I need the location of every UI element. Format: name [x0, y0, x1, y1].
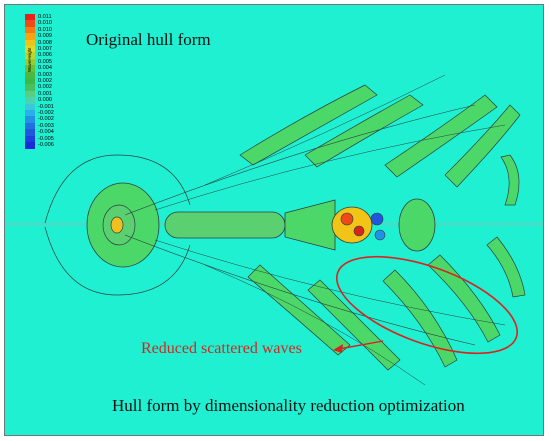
legend-swatch [25, 46, 35, 53]
legend-tick-label: -0.003 [38, 122, 54, 129]
lower-wave-band-2 [307, 279, 401, 371]
legend-tick-label: 0.010 [38, 20, 52, 27]
legend-swatch [25, 26, 35, 34]
legend-tick-label: 0.002 [38, 84, 52, 91]
lower-wave-band-5 [486, 236, 526, 298]
legend-swatch [25, 135, 35, 143]
reduced-waves-ellipse [335, 255, 519, 355]
legend-tick-label: 0.002 [38, 78, 52, 84]
optimized-hull-label: Hull form by dimensionality reduction op… [112, 396, 465, 415]
legend-swatch [25, 14, 35, 21]
contour-line [154, 124, 506, 211]
legend-swatch [25, 116, 35, 124]
stern-trough [370, 212, 384, 226]
reduced-waves-label: Reduced scattered waves [141, 340, 302, 357]
legend-tick-label: 0.001 [38, 90, 52, 97]
stern-trough-2 [374, 229, 386, 241]
legend-swatch [25, 58, 35, 66]
legend-color-bar [25, 14, 35, 149]
bow-peak [110, 216, 124, 234]
legend-swatch [25, 20, 35, 28]
legend-tick-label: 0.009 [38, 33, 52, 40]
contour-line [124, 104, 476, 216]
upper-wave-band-1 [239, 84, 378, 166]
legend-tick-label: 0.004 [38, 65, 52, 72]
legend-tick-label: 0.008 [38, 39, 52, 46]
lower-wave-band-4 [427, 254, 501, 343]
legend-tick-label: -0.002 [38, 116, 54, 123]
stern-peak [331, 206, 373, 244]
legend-swatch [25, 78, 35, 85]
legend-tick-label: 0.000 [38, 97, 52, 104]
contour-line [124, 234, 476, 346]
contour-line [154, 239, 506, 326]
legend-tick-label: 0.011 [38, 14, 52, 20]
bow-contour-arc [44, 154, 191, 224]
legend-swatch [25, 129, 35, 136]
stern-hot-spot-2 [353, 225, 365, 237]
contour-line [204, 74, 446, 186]
legend-swatch [25, 39, 35, 47]
upper-wave-band-5 [500, 154, 520, 206]
legend-tick-label: 0.010 [38, 26, 52, 33]
legend-swatch [25, 110, 35, 117]
wave-field-svg [5, 5, 543, 435]
legend-swatch [25, 103, 35, 111]
upper-wave-band-2 [304, 94, 424, 168]
wake-region [398, 198, 436, 252]
legend-swatch [25, 65, 35, 72]
legend-swatch [25, 142, 35, 149]
legend-tick-label: 0.003 [38, 71, 52, 78]
legend-tick-label: 0.006 [38, 52, 52, 59]
legend-tick-label: 0.005 [38, 58, 52, 65]
annotation-arrow-line [338, 340, 384, 350]
stern-hot-spot [340, 212, 354, 226]
lower-wave-band-3 [382, 269, 458, 368]
legend-swatch [25, 84, 35, 92]
legend-swatch [25, 90, 35, 98]
legend-tick-label: 0.007 [38, 46, 52, 52]
wave-height-field [4, 4, 544, 436]
legend-swatch [25, 71, 35, 79]
legend-tick-label: -0.006 [38, 142, 54, 148]
legend-tick-label: -0.005 [38, 135, 54, 142]
legend-tick-label: -0.001 [38, 103, 54, 110]
legend-swatch [25, 52, 35, 60]
stern-region [284, 199, 336, 251]
contour-line [204, 264, 426, 386]
legend-title: WaveHeight [27, 47, 32, 72]
upper-wave-band-3 [384, 94, 498, 178]
legend-swatch [25, 33, 35, 40]
bow-contour-arc-lower [44, 226, 191, 296]
annotation-arrow-head [333, 344, 343, 353]
legend-swatch [25, 122, 35, 130]
original-hull-label: Original hull form [86, 30, 211, 49]
legend-swatch [25, 97, 35, 104]
lower-wave-band-1 [247, 264, 351, 356]
legend-tick-label: -0.004 [38, 129, 54, 136]
legend-tick-label: -0.002 [38, 110, 54, 116]
hull-body [164, 211, 286, 239]
